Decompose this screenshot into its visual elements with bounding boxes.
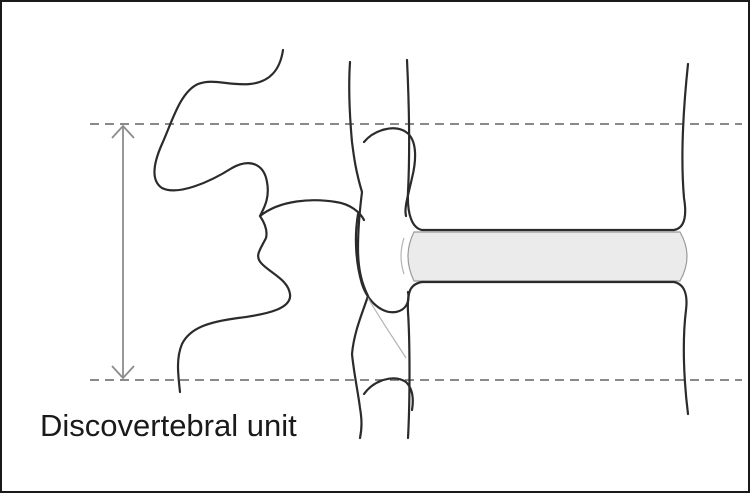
unit-height-arrow xyxy=(112,126,134,378)
facet-joint-upper xyxy=(364,128,415,216)
upper-vertebral-body xyxy=(407,60,688,230)
facet-joint-middle xyxy=(356,214,409,312)
disc-margin-left xyxy=(401,238,404,274)
discovertebral-unit-label: Discovertebral unit xyxy=(40,410,297,441)
facet-column-left xyxy=(349,62,368,438)
facet-cartilage-line xyxy=(368,298,406,358)
intervertebral-disc xyxy=(408,232,687,281)
posterior-element-upper xyxy=(154,50,364,220)
lower-vertebral-body xyxy=(408,282,688,438)
facet-joint-lower xyxy=(364,378,413,410)
posterior-element-lower xyxy=(178,216,290,392)
